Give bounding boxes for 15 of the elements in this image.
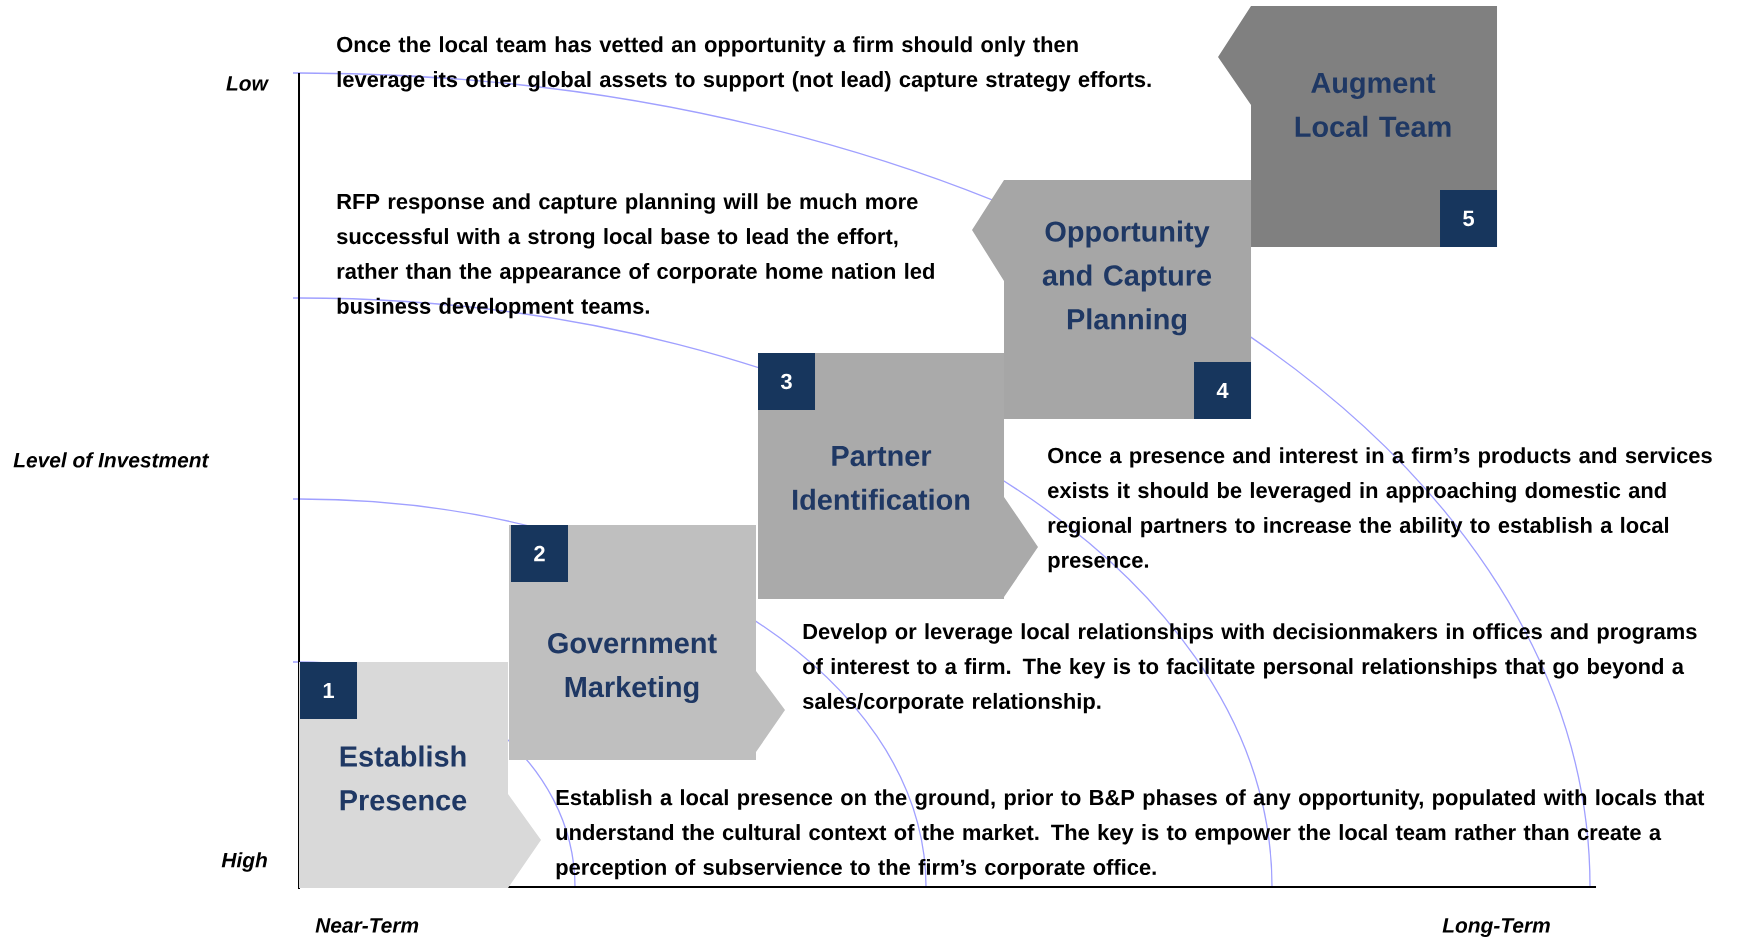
axis-label: High <box>221 852 267 872</box>
description-text: Once the local team has vetted an opportunity a firm should only then leverage its other global assets to support (not lead) capture strategy efforts. <box>337 36 1151 92</box>
number-badge: 4 <box>1194 362 1251 419</box>
number-badge: 5 <box>1440 190 1497 247</box>
axis-label: Level of Investment <box>13 452 210 468</box>
description-text: Once a presence and interest in a firm’s products and services exists it should be leveraged in approaching domestic and regional partners to increase the ability to establish a local presence. <box>1048 447 1712 573</box>
description-text: Develop or leverage local relationships with decisionmakers in offices and programs of interest to a firm. The key is to facilitate personal relationships that go beyond a sales/corporate relationship. <box>802 623 1697 714</box>
description-text: RFP response and capture planning will be much more successful with a strong local base to lead the effort, rather than the appearance of corporate home nation led business development teams. <box>336 193 934 319</box>
number-badge: 3 <box>758 353 815 410</box>
axis-label: Low <box>226 76 269 91</box>
description-text: Establish a local presence on the ground, prior to B&P phases of any opportunity, populated with locals that understand the cultural context of the market. The key is to empower the local team rather than create a perception of subservience to the firm’s corporate office. <box>556 789 1705 880</box>
axis-label: Near-Term <box>315 918 419 933</box>
number-badge: 2 <box>511 525 568 582</box>
axis-label: Long-Term <box>1442 918 1550 937</box>
number-badge: 1 <box>300 662 357 719</box>
